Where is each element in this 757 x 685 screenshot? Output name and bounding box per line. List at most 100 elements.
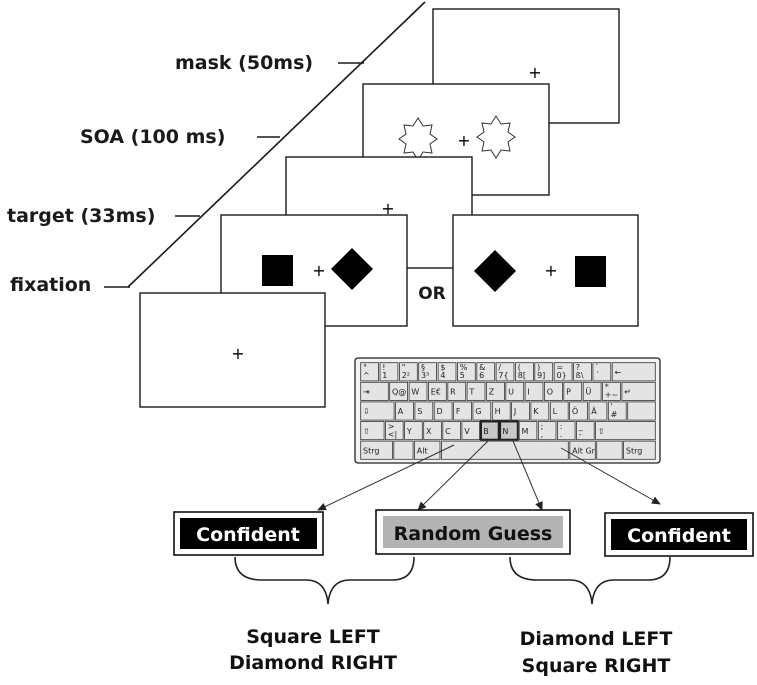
key-label: 1 — [382, 371, 387, 380]
key-2-6[interactable] — [491, 401, 511, 421]
key-2-9[interactable] — [549, 401, 569, 421]
key-0-2[interactable] — [398, 362, 418, 382]
key-3-4[interactable] — [442, 421, 461, 441]
key-3-8[interactable] — [518, 421, 538, 441]
key-1-4[interactable] — [447, 381, 467, 401]
key-label: ` — [595, 362, 599, 372]
key-1-10[interactable] — [563, 381, 583, 401]
key-label: 8[ — [518, 371, 526, 380]
key-4-1[interactable] — [393, 440, 414, 460]
key-1-1[interactable] — [389, 381, 409, 401]
key-0-4[interactable] — [437, 362, 457, 382]
diamond-icon — [331, 248, 373, 290]
key-0-8[interactable] — [515, 362, 534, 382]
key-label: Strg — [626, 446, 642, 455]
key-0-9[interactable] — [534, 362, 554, 382]
key-label: Q@ — [392, 388, 406, 397]
square-icon — [575, 256, 606, 287]
key-3-2[interactable] — [404, 421, 423, 441]
key-2-12[interactable] — [607, 401, 627, 421]
key-3-3[interactable] — [423, 421, 442, 441]
key-0-5[interactable] — [456, 362, 476, 382]
key-2-0[interactable] — [360, 401, 395, 421]
key-label: 6 — [479, 371, 484, 380]
key-4-5[interactable] — [596, 440, 623, 460]
key-0-1[interactable] — [379, 362, 399, 382]
key-2-10[interactable] — [569, 401, 588, 421]
key-1-2[interactable] — [408, 381, 428, 401]
key-1-8[interactable] — [524, 381, 544, 401]
key-4-6[interactable] — [623, 440, 656, 460]
key-label: ' — [611, 402, 613, 411]
key-label: Alt Gr — [572, 446, 596, 455]
key-label: 3³ — [421, 371, 429, 380]
square-icon — [262, 255, 293, 286]
key-label: I — [527, 388, 529, 397]
key-3-5[interactable] — [461, 421, 480, 441]
key-3-7-highlighted[interactable] — [499, 420, 519, 441]
key-0-0[interactable] — [360, 362, 380, 382]
key-2-1[interactable] — [395, 401, 414, 421]
key-1-11[interactable] — [582, 381, 602, 401]
key-0-3[interactable] — [418, 362, 438, 382]
key-2-2[interactable] — [414, 401, 434, 421]
key-0-6[interactable] — [476, 362, 496, 382]
key-2-11[interactable] — [588, 401, 608, 421]
key-0-7[interactable] — [495, 362, 515, 382]
key-1-7[interactable] — [505, 381, 525, 401]
key-2-13[interactable] — [627, 401, 656, 421]
key-label: V — [464, 427, 470, 436]
key-label: - — [579, 430, 582, 439]
key-label: +~ — [605, 391, 618, 400]
key-label: Y — [406, 427, 412, 436]
key-1-9[interactable] — [544, 381, 563, 401]
key-label: K — [533, 407, 539, 416]
key-label: ß\ — [576, 371, 584, 380]
svg-text:SOA (100 ms): SOA (100 ms) — [80, 126, 225, 148]
key-3-9[interactable] — [537, 421, 557, 441]
key-2-5[interactable] — [472, 401, 492, 421]
key-1-3[interactable] — [427, 381, 447, 401]
key-3-6-highlighted[interactable] — [480, 420, 500, 441]
key-1-0[interactable] — [360, 381, 389, 401]
key-4-0[interactable] — [360, 440, 393, 460]
key-label: F — [456, 407, 461, 416]
key-1-13[interactable] — [621, 381, 656, 401]
key-4-3[interactable] — [440, 440, 569, 460]
svg-text:Square RIGHT: Square RIGHT — [522, 655, 671, 677]
key-0-13[interactable] — [611, 362, 656, 382]
key-1-5[interactable] — [466, 381, 486, 401]
key-4-4[interactable] — [569, 440, 596, 460]
key-2-7[interactable] — [511, 401, 530, 421]
key-1-12[interactable] — [602, 381, 621, 401]
svg-text:Diamond RIGHT: Diamond RIGHT — [229, 652, 397, 674]
key-0-11[interactable] — [573, 362, 592, 382]
key-label: # — [611, 410, 618, 419]
key-label: X — [426, 427, 432, 436]
key-label: & — [479, 363, 485, 372]
key-3-12[interactable] — [595, 421, 656, 441]
confident-left-button[interactable]: Confident — [173, 511, 324, 556]
key-label: P — [566, 388, 571, 397]
key-3-0[interactable] — [360, 421, 385, 441]
random-guess-button[interactable]: Random Guess — [375, 509, 571, 555]
key-0-12[interactable] — [592, 362, 612, 382]
key-label: A — [398, 407, 404, 416]
key-0-10[interactable] — [553, 362, 573, 382]
key-3-10[interactable] — [557, 421, 576, 441]
key-3-11[interactable] — [576, 421, 595, 441]
key-3-1[interactable] — [385, 421, 404, 441]
svg-text:mask (50ms): mask (50ms) — [175, 52, 313, 74]
response-arrows — [317, 440, 661, 511]
confident-right-button[interactable]: Confident — [604, 512, 754, 557]
key-2-3[interactable] — [433, 401, 453, 421]
blank-fixation-cross: + — [381, 199, 394, 218]
left-brace — [234, 556, 415, 605]
mask-fixation-cross: + — [528, 63, 541, 82]
key-2-8[interactable] — [530, 401, 550, 421]
key-1-6[interactable] — [486, 381, 505, 401]
key-2-4[interactable] — [453, 401, 472, 421]
fixation-frame: + — [139, 292, 326, 408]
key-label: H — [495, 407, 501, 416]
